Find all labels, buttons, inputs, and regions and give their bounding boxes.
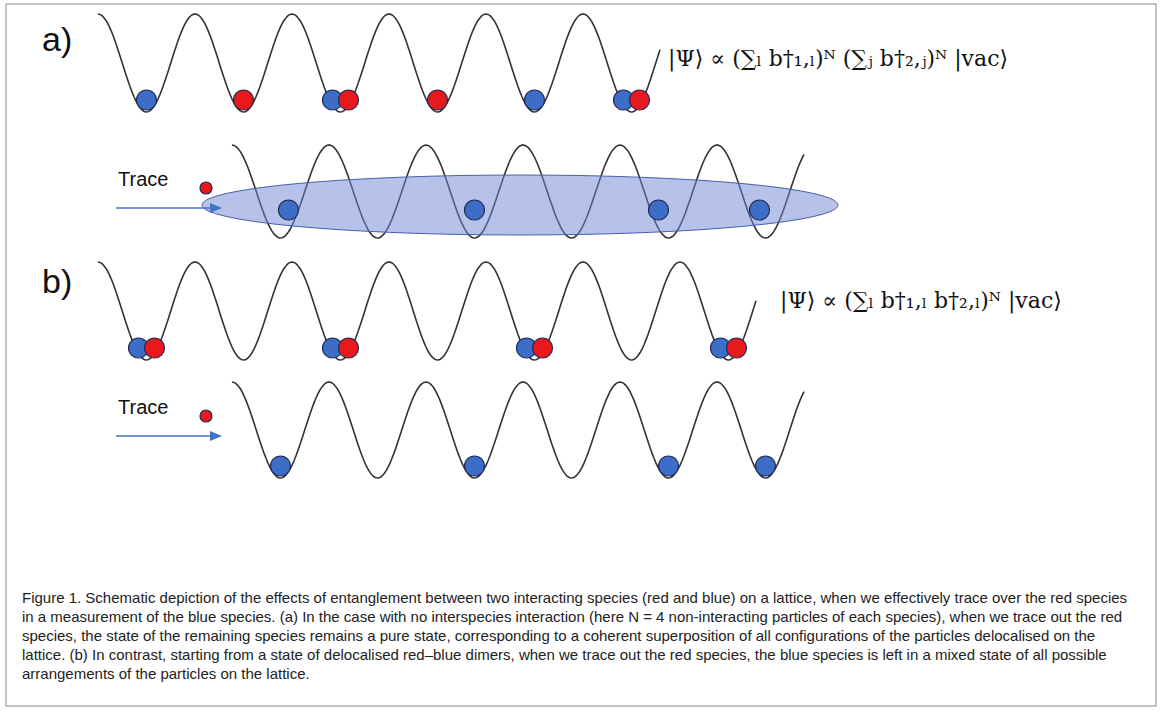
lattice-potential (98, 14, 660, 112)
panel-label: a) (42, 20, 72, 59)
arrow-head (210, 203, 222, 213)
red-particle (200, 410, 212, 422)
state-equation: |Ψ⟩ ∝ (∑ₗ b†₁,ₗ b†₂,ₗ)ᴺ |vac⟩ (780, 288, 1062, 313)
trace-arrow (116, 435, 214, 437)
red-particle (630, 90, 650, 110)
red-particle (339, 338, 359, 358)
red-particle (200, 182, 212, 194)
panel-label: b) (42, 262, 72, 301)
figure-caption: Figure 1. Schematic depiction of the eff… (22, 588, 1137, 683)
figure-frame (6, 4, 1156, 706)
red-particle (234, 90, 254, 110)
blue-particle (649, 200, 669, 220)
blue-particle (137, 90, 157, 110)
lattice-potential (98, 262, 756, 360)
red-particle (727, 338, 747, 358)
red-particle (428, 90, 448, 110)
state-equation: |Ψ⟩ ∝ (∑ₗ b†₁,ₗ)ᴺ (∑ⱼ b†₂,ⱼ)ᴺ |vac⟩ (668, 46, 1008, 71)
red-particle (339, 90, 359, 110)
trace-label: Trace (118, 168, 168, 191)
trace-arrow (116, 207, 214, 209)
blue-particle (756, 456, 776, 476)
blue-particle (525, 90, 545, 110)
blue-particle (750, 200, 770, 220)
blue-particle (465, 200, 485, 220)
red-particle (533, 338, 553, 358)
blue-particle (659, 456, 679, 476)
blue-particle (465, 456, 485, 476)
blue-particle (271, 456, 291, 476)
trace-label: Trace (118, 396, 168, 419)
blue-particle (279, 200, 299, 220)
delocalised-cloud (202, 175, 838, 235)
arrow-head (210, 431, 222, 441)
red-particle (145, 338, 165, 358)
lattice-potential (232, 382, 804, 478)
